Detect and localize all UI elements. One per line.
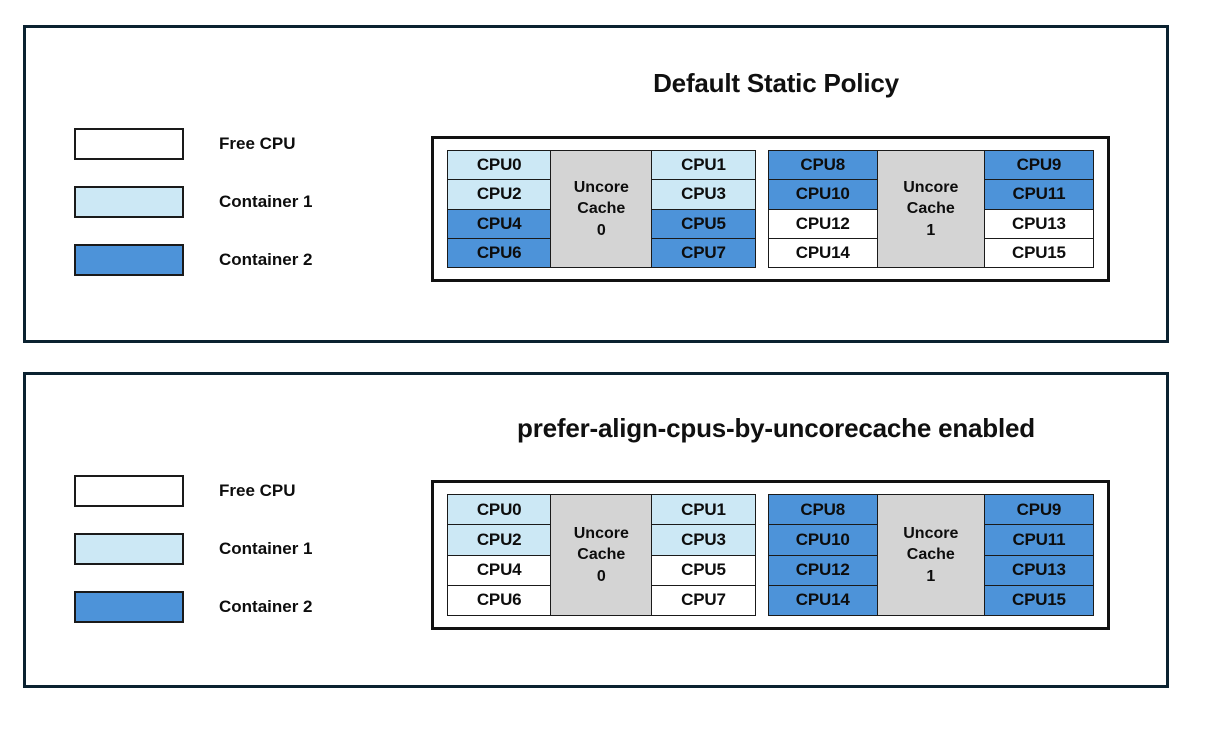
uncore-cache-index: 1 bbox=[926, 567, 936, 585]
legend-swatch-container-2 bbox=[74, 591, 184, 623]
cpu-cell: CPU15 bbox=[984, 238, 1094, 267]
cpu-cell: CPU9 bbox=[984, 495, 1094, 526]
panel-prefer-align-cpus-by-uncorecache: prefer-align-cpus-by-uncorecache enabled… bbox=[23, 372, 1169, 688]
cpu-column-left: CPU0 CPU2 CPU4 CPU6 bbox=[448, 151, 551, 267]
uncore-cache-label-line2: Cache bbox=[906, 200, 955, 218]
cpu-column-right: CPU1 CPU3 CPU5 CPU7 bbox=[652, 151, 755, 267]
legend-label-free-cpu: Free CPU bbox=[219, 134, 296, 153]
legend-row-container-2: Container 2 bbox=[74, 244, 313, 276]
cpu-cell: CPU10 bbox=[768, 525, 877, 556]
uncore-cache-block: Uncore Cache 1 bbox=[876, 151, 985, 267]
cpu-cell: CPU1 bbox=[652, 495, 755, 526]
legend-label-container-1: Container 1 bbox=[219, 539, 313, 558]
cpu-cell: CPU15 bbox=[984, 585, 1094, 615]
legend-label-free-cpu: Free CPU bbox=[219, 481, 296, 500]
uncore-cache-index: 0 bbox=[596, 221, 606, 239]
cpu-cell: CPU7 bbox=[652, 585, 755, 615]
cpu-cell: CPU0 bbox=[448, 495, 551, 526]
legend-swatch-free-cpu bbox=[74, 128, 184, 160]
cpu-cell: CPU3 bbox=[652, 525, 755, 556]
cpu-cell: CPU14 bbox=[768, 238, 877, 267]
socket-uncore-cache-1: CPU8 CPU10 CPU12 CPU14 Uncore Cache 1 CP… bbox=[767, 150, 1094, 268]
cpu-cell: CPU8 bbox=[768, 495, 877, 526]
legend-swatch-container-1 bbox=[74, 186, 184, 218]
cpu-cell: CPU4 bbox=[448, 209, 551, 239]
uncore-cache-label-line1: Uncore bbox=[903, 524, 959, 542]
cpu-cell: CPU5 bbox=[652, 209, 755, 239]
legend-swatch-container-1 bbox=[74, 533, 184, 565]
legend-row-container-1: Container 1 bbox=[74, 533, 313, 565]
cpu-cell: CPU1 bbox=[652, 151, 755, 181]
cpu-cell: CPU8 bbox=[768, 151, 877, 181]
uncore-cache-label-line2: Cache bbox=[577, 200, 626, 218]
cpu-column-right: CPU9 CPU11 CPU13 CPU15 bbox=[984, 495, 1094, 615]
panel-default-static-policy: Default Static Policy Free CPU Container… bbox=[23, 25, 1169, 343]
uncore-cache-block: Uncore Cache 1 bbox=[876, 495, 985, 615]
uncore-cache-index: 0 bbox=[596, 567, 606, 585]
cpu-column-right: CPU9 CPU11 CPU13 CPU15 bbox=[984, 151, 1094, 267]
cpu-cell: CPU5 bbox=[652, 555, 755, 586]
cpu-cell: CPU6 bbox=[448, 585, 551, 615]
panel-title: prefer-align-cpus-by-uncorecache enabled bbox=[517, 413, 1035, 443]
legend-row-free-cpu: Free CPU bbox=[74, 475, 313, 507]
cpu-column-left: CPU8 CPU10 CPU12 CPU14 bbox=[768, 495, 877, 615]
uncore-cache-block: Uncore Cache 0 bbox=[550, 495, 653, 615]
uncore-cache-label-line1: Uncore bbox=[573, 524, 629, 542]
uncore-cache-label-line2: Cache bbox=[577, 546, 626, 564]
uncore-cache-label-line2: Cache bbox=[906, 546, 955, 564]
legend: Free CPU Container 1 Container 2 bbox=[74, 475, 313, 649]
cpu-cell: CPU0 bbox=[448, 151, 551, 181]
cpu-cell: CPU3 bbox=[652, 180, 755, 210]
legend-row-container-2: Container 2 bbox=[74, 591, 313, 623]
socket-uncore-cache-0: CPU0 CPU2 CPU4 CPU6 Uncore Cache 0 CPU1 … bbox=[447, 494, 756, 616]
cpu-column-left: CPU0 CPU2 CPU4 CPU6 bbox=[448, 495, 551, 615]
legend-label-container-2: Container 2 bbox=[219, 597, 313, 616]
socket-uncore-cache-1: CPU8 CPU10 CPU12 CPU14 Uncore Cache 1 CP… bbox=[767, 494, 1094, 616]
cpu-cell: CPU4 bbox=[448, 555, 551, 586]
cpu-column-left: CPU8 CPU10 CPU12 CPU14 bbox=[768, 151, 877, 267]
cpu-cell: CPU7 bbox=[652, 238, 755, 267]
legend-row-free-cpu: Free CPU bbox=[74, 128, 313, 160]
legend: Free CPU Container 1 Container 2 bbox=[74, 128, 313, 302]
cpu-cell: CPU2 bbox=[448, 525, 551, 556]
panel-title: Default Static Policy bbox=[653, 68, 899, 98]
socket-uncore-cache-0: CPU0 CPU2 CPU4 CPU6 Uncore Cache 0 CPU1 … bbox=[447, 150, 756, 268]
cpu-cell: CPU14 bbox=[768, 585, 877, 615]
uncore-cache-label-line1: Uncore bbox=[903, 178, 959, 196]
cpu-cell: CPU11 bbox=[984, 525, 1094, 556]
cpu-cell: CPU6 bbox=[448, 238, 551, 267]
uncore-cache-index: 1 bbox=[926, 221, 936, 239]
legend-row-container-1: Container 1 bbox=[74, 186, 313, 218]
cpu-cell: CPU9 bbox=[984, 151, 1094, 181]
uncore-cache-block: Uncore Cache 0 bbox=[550, 151, 653, 267]
cpu-cell: CPU2 bbox=[448, 180, 551, 210]
cpu-topology-diagram: CPU0 CPU2 CPU4 CPU6 Uncore Cache 0 CPU1 … bbox=[431, 480, 1110, 630]
cpu-cell: CPU13 bbox=[984, 209, 1094, 239]
cpu-topology-diagram: CPU0 CPU2 CPU4 CPU6 Uncore Cache 0 CPU1 … bbox=[431, 136, 1110, 282]
uncore-cache-label-line1: Uncore bbox=[573, 178, 629, 196]
legend-label-container-1: Container 1 bbox=[219, 192, 313, 211]
cpu-cell: CPU12 bbox=[768, 209, 877, 239]
legend-swatch-free-cpu bbox=[74, 475, 184, 507]
cpu-cell: CPU13 bbox=[984, 555, 1094, 586]
legend-swatch-container-2 bbox=[74, 244, 184, 276]
cpu-cell: CPU10 bbox=[768, 180, 877, 210]
cpu-column-right: CPU1 CPU3 CPU5 CPU7 bbox=[652, 495, 755, 615]
cpu-cell: CPU12 bbox=[768, 555, 877, 586]
cpu-cell: CPU11 bbox=[984, 180, 1094, 210]
legend-label-container-2: Container 2 bbox=[219, 250, 313, 269]
